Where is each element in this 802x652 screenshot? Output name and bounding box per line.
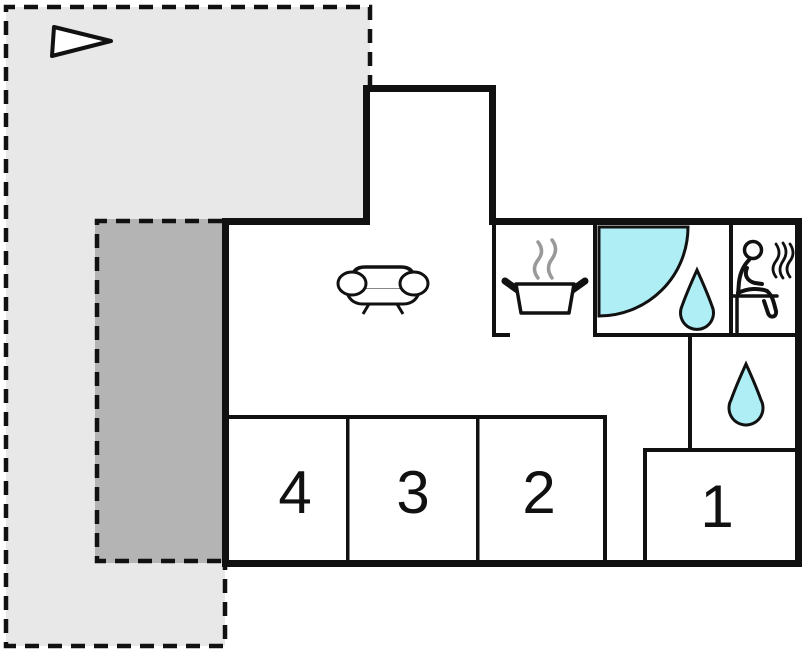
room-label-3: 3 [396, 459, 429, 526]
room-label-1: 1 [700, 473, 733, 540]
interior-walls [229, 225, 795, 560]
shower-icon [597, 225, 690, 318]
exterior-walls [222, 85, 802, 567]
stove-icon [501, 238, 589, 315]
sauna-steam-lines [771, 242, 781, 279]
room-label-2: 2 [522, 459, 555, 526]
room-label-4: 4 [278, 459, 311, 526]
water-drop-icon [679, 266, 715, 331]
north-arrow-icon [50, 25, 113, 58]
covered-terrace [94, 218, 225, 564]
steam-lines [532, 240, 544, 280]
toilet-drop-icon [727, 360, 765, 427]
sauna-icon [731, 239, 795, 334]
sofa-icon [336, 265, 430, 315]
